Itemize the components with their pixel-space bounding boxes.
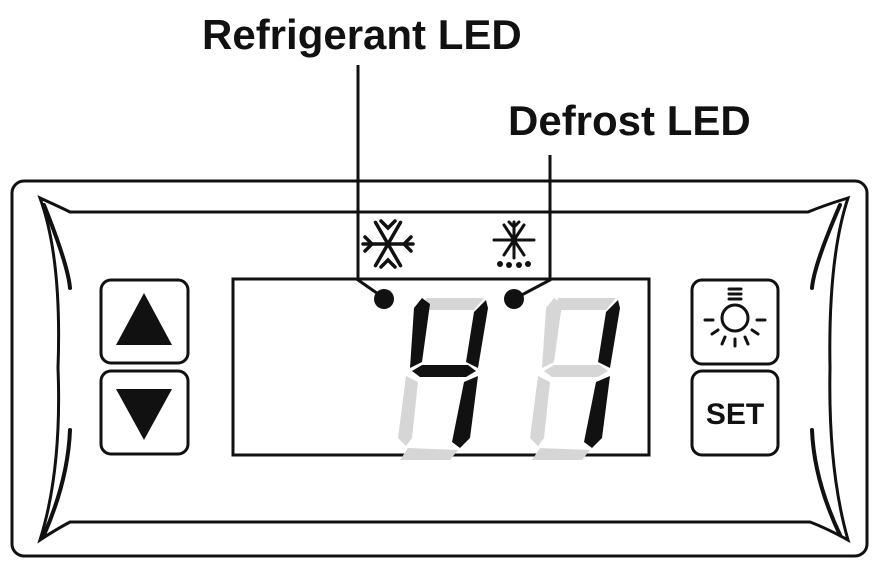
- light-bulb-icon: [703, 287, 767, 348]
- segment-c: [452, 376, 478, 448]
- display-digit: [530, 298, 620, 460]
- defrost-leader-line: [515, 155, 552, 300]
- refrigerant-leader-line: [356, 65, 385, 300]
- segment-b: [598, 300, 620, 368]
- segment-g: [412, 365, 476, 377]
- segment-g: [544, 365, 608, 377]
- down-button[interactable]: [99, 369, 190, 456]
- segment-a: [556, 298, 616, 310]
- display-digit: [398, 298, 488, 460]
- refrigerant-led-callout: Refrigerant LED: [202, 11, 522, 58]
- refrigerant-led: [374, 289, 394, 309]
- snowflake-icon: [361, 219, 415, 269]
- defrost-led-callout: Defrost LED: [508, 97, 751, 144]
- up-button[interactable]: [99, 278, 190, 365]
- set-button[interactable]: SET: [690, 369, 780, 457]
- down-triangle-icon: [116, 389, 172, 440]
- segment-b: [466, 300, 488, 368]
- defrost-led: [504, 289, 524, 309]
- segment-f: [542, 298, 562, 368]
- segment-e: [530, 376, 550, 446]
- segment-e: [398, 376, 418, 446]
- panel-bezel: [37, 195, 851, 544]
- segment-a: [424, 298, 484, 310]
- set-button-label: SET: [706, 398, 764, 431]
- snowflake-drops-icon: [492, 220, 536, 268]
- segment-d: [532, 448, 590, 460]
- segment-f: [410, 298, 430, 368]
- segment-d: [400, 448, 458, 460]
- segment-c: [584, 376, 610, 448]
- light-button[interactable]: [690, 278, 780, 366]
- up-triangle-icon: [116, 293, 172, 345]
